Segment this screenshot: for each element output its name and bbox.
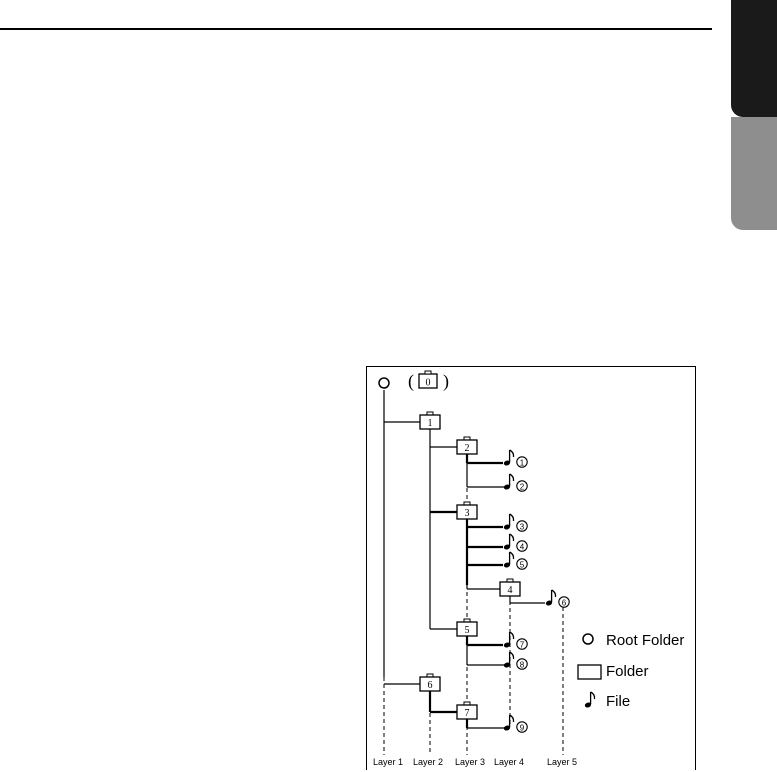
legend-file-label: File — [606, 693, 630, 710]
folder-6: 6 — [419, 673, 441, 692]
files: 1 2 3 4 5 6 7 8 9 — [502, 449, 570, 733]
folder-1: 1 — [419, 411, 441, 430]
folder-7: 7 — [456, 701, 478, 720]
file-4-note-icon — [502, 533, 515, 551]
root-folder-zero-label: 0 — [426, 378, 431, 389]
legend-folder-label: Folder — [606, 663, 649, 680]
layer-5-label: Layer 5 — [547, 757, 577, 767]
file-5: 5 — [502, 551, 528, 570]
folder-structure-diagram: ( 0 ) 1 2 3 4 5 6 7 1 2 3 4 5 6 7 8 9 Root Folder Fold… — [366, 366, 696, 770]
file-3-note-icon — [502, 513, 515, 531]
file-3: 3 — [502, 513, 528, 532]
folder-3-label: 3 — [465, 508, 470, 519]
file-5-note-icon — [502, 551, 515, 569]
file-8: 8 — [502, 651, 528, 670]
file-8-number: 8 — [520, 661, 525, 670]
file-6: 6 — [544, 589, 570, 608]
file-7-number: 7 — [520, 641, 525, 650]
file-1-number: 1 — [520, 459, 525, 468]
file-1: 1 — [502, 449, 528, 468]
file-4-number: 4 — [520, 543, 525, 552]
folder-2-label: 2 — [465, 443, 470, 454]
tree-connectors-bold — [428, 453, 503, 728]
folder-7-label: 7 — [465, 708, 470, 719]
layer-3-label: Layer 3 — [455, 757, 485, 767]
file-3-number: 3 — [520, 523, 525, 532]
layer-4-label: Layer 4 — [494, 757, 524, 767]
file-6-note-icon — [544, 589, 557, 607]
layer-labels: Layer 1 Layer 2 Layer 3 Layer 4 Layer 5 — [373, 757, 577, 767]
file-9-note-icon — [502, 714, 515, 732]
file-7-note-icon — [502, 631, 515, 649]
folder-4-label: 4 — [508, 585, 513, 596]
folder-6-label: 6 — [428, 680, 433, 691]
folder-2: 2 — [456, 436, 478, 455]
file-2-note-icon — [502, 473, 515, 491]
layer-2-label: Layer 2 — [413, 757, 443, 767]
root-folder-zero: 0 — [418, 370, 438, 389]
file-2-number: 2 — [520, 483, 525, 492]
legend-root-label: Root Folder — [606, 632, 684, 649]
legend-root-icon — [582, 633, 594, 645]
tree-connectors — [383, 390, 545, 729]
legend-folder-icon — [577, 664, 602, 680]
file-5-number: 5 — [520, 561, 525, 570]
root-folder-icon — [378, 377, 390, 389]
file-9: 9 — [502, 714, 528, 733]
legend: Root Folder Folder File — [577, 632, 684, 710]
folder-5-label: 5 — [465, 625, 470, 636]
file-2: 2 — [502, 473, 528, 492]
side-tab-light — [731, 117, 777, 230]
file-1-note-icon — [502, 449, 515, 467]
layer-1-label: Layer 1 — [373, 757, 403, 767]
root-paren-close: ) — [443, 371, 449, 392]
folders: 1 2 3 4 5 6 7 — [419, 411, 521, 720]
file-6-number: 6 — [562, 599, 567, 608]
folder-5: 5 — [456, 618, 478, 637]
file-4: 4 — [502, 533, 528, 552]
layer-guides — [383, 453, 564, 755]
root-paren-open: ( — [408, 371, 414, 392]
top-rule — [0, 28, 712, 30]
file-8-note-icon — [502, 651, 515, 669]
side-tab-dark — [731, 0, 777, 117]
folder-4: 4 — [499, 578, 521, 597]
folder-3: 3 — [456, 501, 478, 520]
file-9-number: 9 — [520, 724, 525, 733]
legend-file-icon — [584, 691, 596, 708]
folder-1-label: 1 — [428, 418, 433, 429]
file-7: 7 — [502, 631, 528, 650]
